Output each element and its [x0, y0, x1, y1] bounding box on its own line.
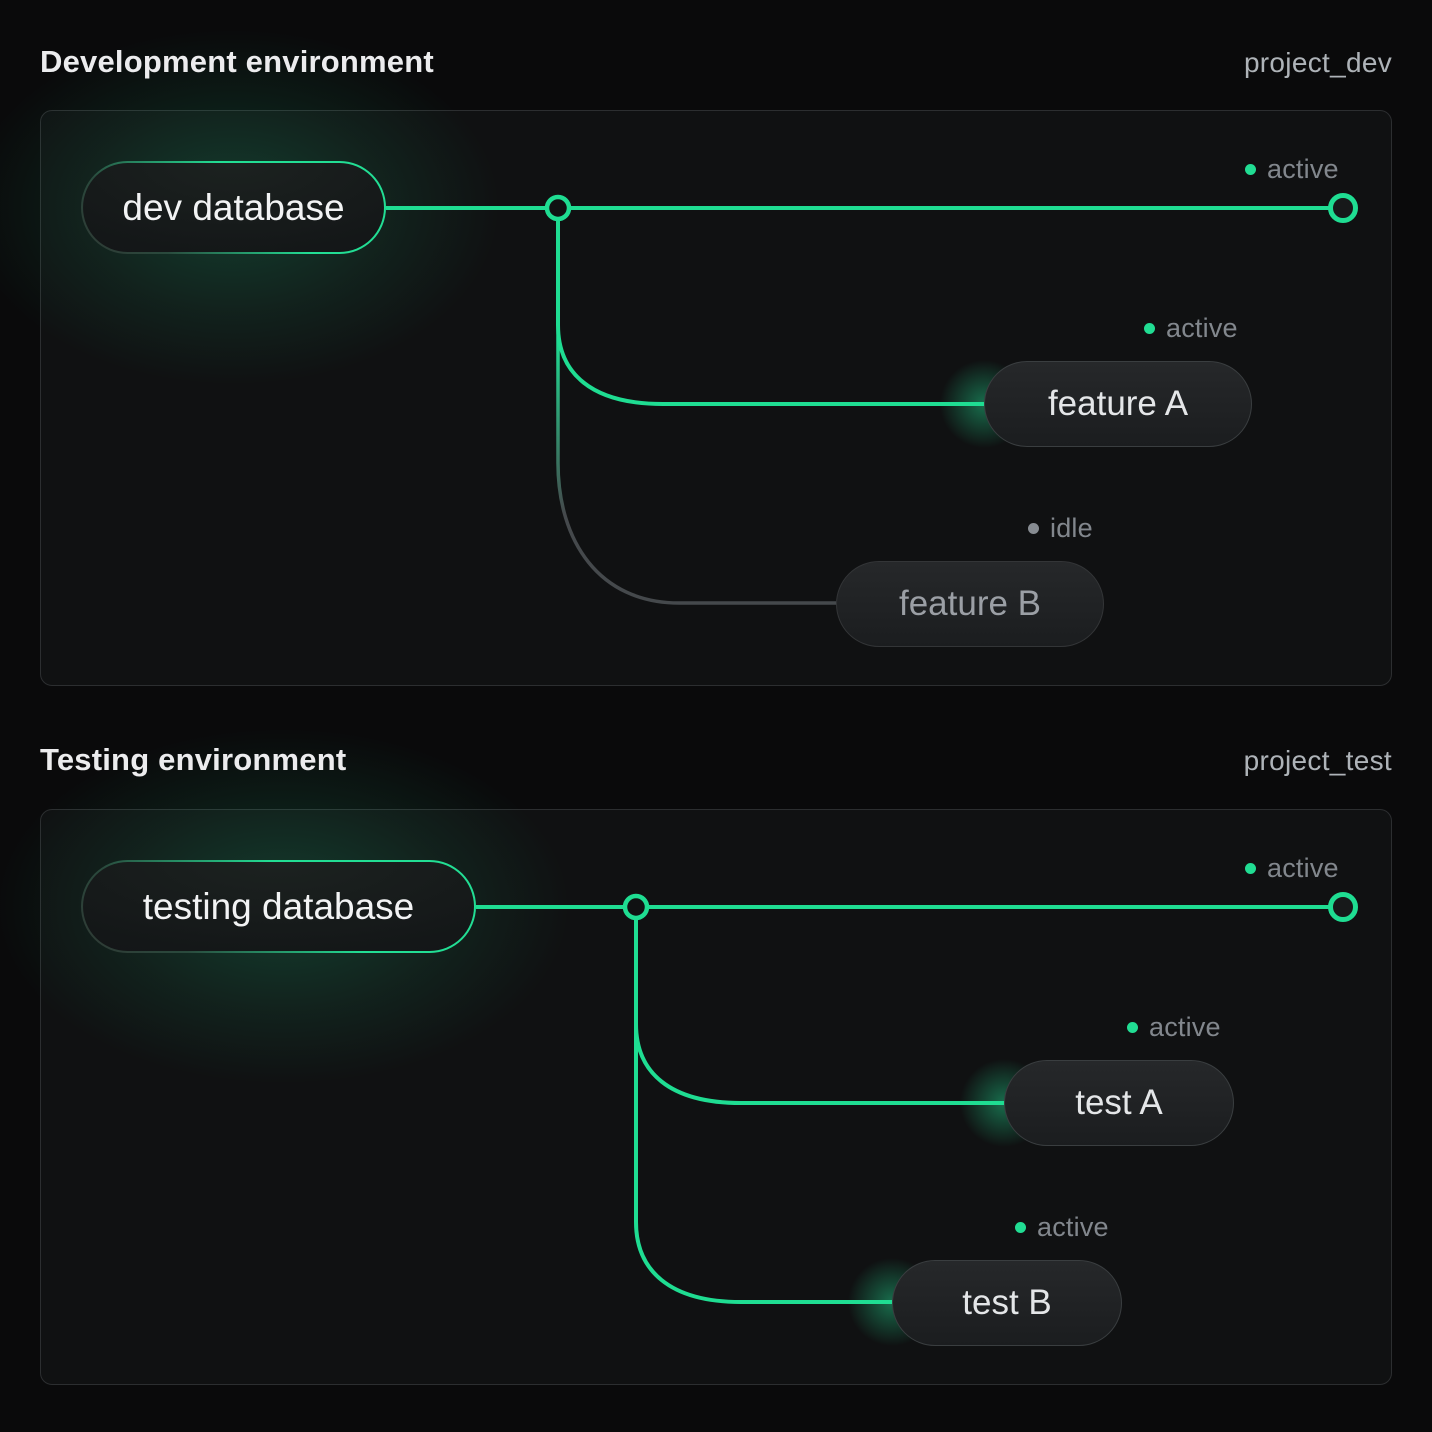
- test-section-header: Testing environment project_test: [40, 686, 1392, 778]
- test-b-status: active: [1015, 1212, 1109, 1243]
- active-status-dot: [1245, 164, 1256, 175]
- testing-environment-title: Testing environment: [40, 742, 347, 777]
- testing-database-node[interactable]: testing database: [81, 860, 476, 953]
- idle-status-dot: [1028, 523, 1039, 534]
- main-branch-status: active: [1245, 853, 1339, 884]
- status-text: active: [1037, 1212, 1109, 1242]
- dev-database-node[interactable]: dev database: [81, 161, 386, 254]
- branch-junction-node: [544, 194, 572, 222]
- dev-environment-panel: dev database active active feature A idl…: [0, 27, 1392, 686]
- dev-environment-title: Development environment: [40, 44, 434, 79]
- branch-line-test-b: [634, 907, 892, 1304]
- dev-project-label: project_dev: [1243, 47, 1392, 78]
- branch-junction-node: [622, 893, 650, 921]
- status-text: active: [1149, 1012, 1221, 1042]
- status-text: active: [1267, 154, 1339, 184]
- branch-line-feature-b: [556, 208, 836, 605]
- active-status-dot: [1015, 1222, 1026, 1233]
- testing-database-label: testing database: [83, 862, 474, 951]
- active-status-dot: [1245, 863, 1256, 874]
- main-branch-end-node: [1328, 193, 1358, 223]
- branch-line-feature-a: [556, 208, 984, 406]
- feature-a-status: active: [1144, 313, 1238, 344]
- feature-b-label: feature B: [898, 584, 1042, 623]
- main-branch-end-node: [1328, 892, 1358, 922]
- active-status-dot: [1127, 1022, 1138, 1033]
- status-text: idle: [1050, 513, 1093, 543]
- test-a-node[interactable]: test A: [1004, 1060, 1234, 1146]
- status-text: active: [1166, 313, 1238, 343]
- test-b-node[interactable]: test B: [892, 1260, 1122, 1346]
- dev-database-label: dev database: [83, 163, 384, 252]
- status-text: active: [1267, 853, 1339, 883]
- feature-a-label: feature A: [1047, 384, 1189, 423]
- test-a-status: active: [1127, 1012, 1221, 1043]
- dev-section-header: Development environment project_dev: [40, 0, 1392, 80]
- branch-line-test-a: [634, 907, 1004, 1105]
- feature-b-node[interactable]: feature B: [836, 561, 1104, 647]
- feature-b-status: idle: [1028, 513, 1093, 544]
- main-branch-status: active: [1245, 154, 1339, 185]
- active-status-dot: [1144, 323, 1155, 334]
- feature-a-node[interactable]: feature A: [984, 361, 1252, 447]
- test-a-label: test A: [1075, 1083, 1163, 1122]
- test-b-label: test B: [962, 1283, 1052, 1322]
- testing-environment-panel: testing database active active test A ac…: [0, 726, 1392, 1385]
- test-project-label: project_test: [1243, 745, 1392, 776]
